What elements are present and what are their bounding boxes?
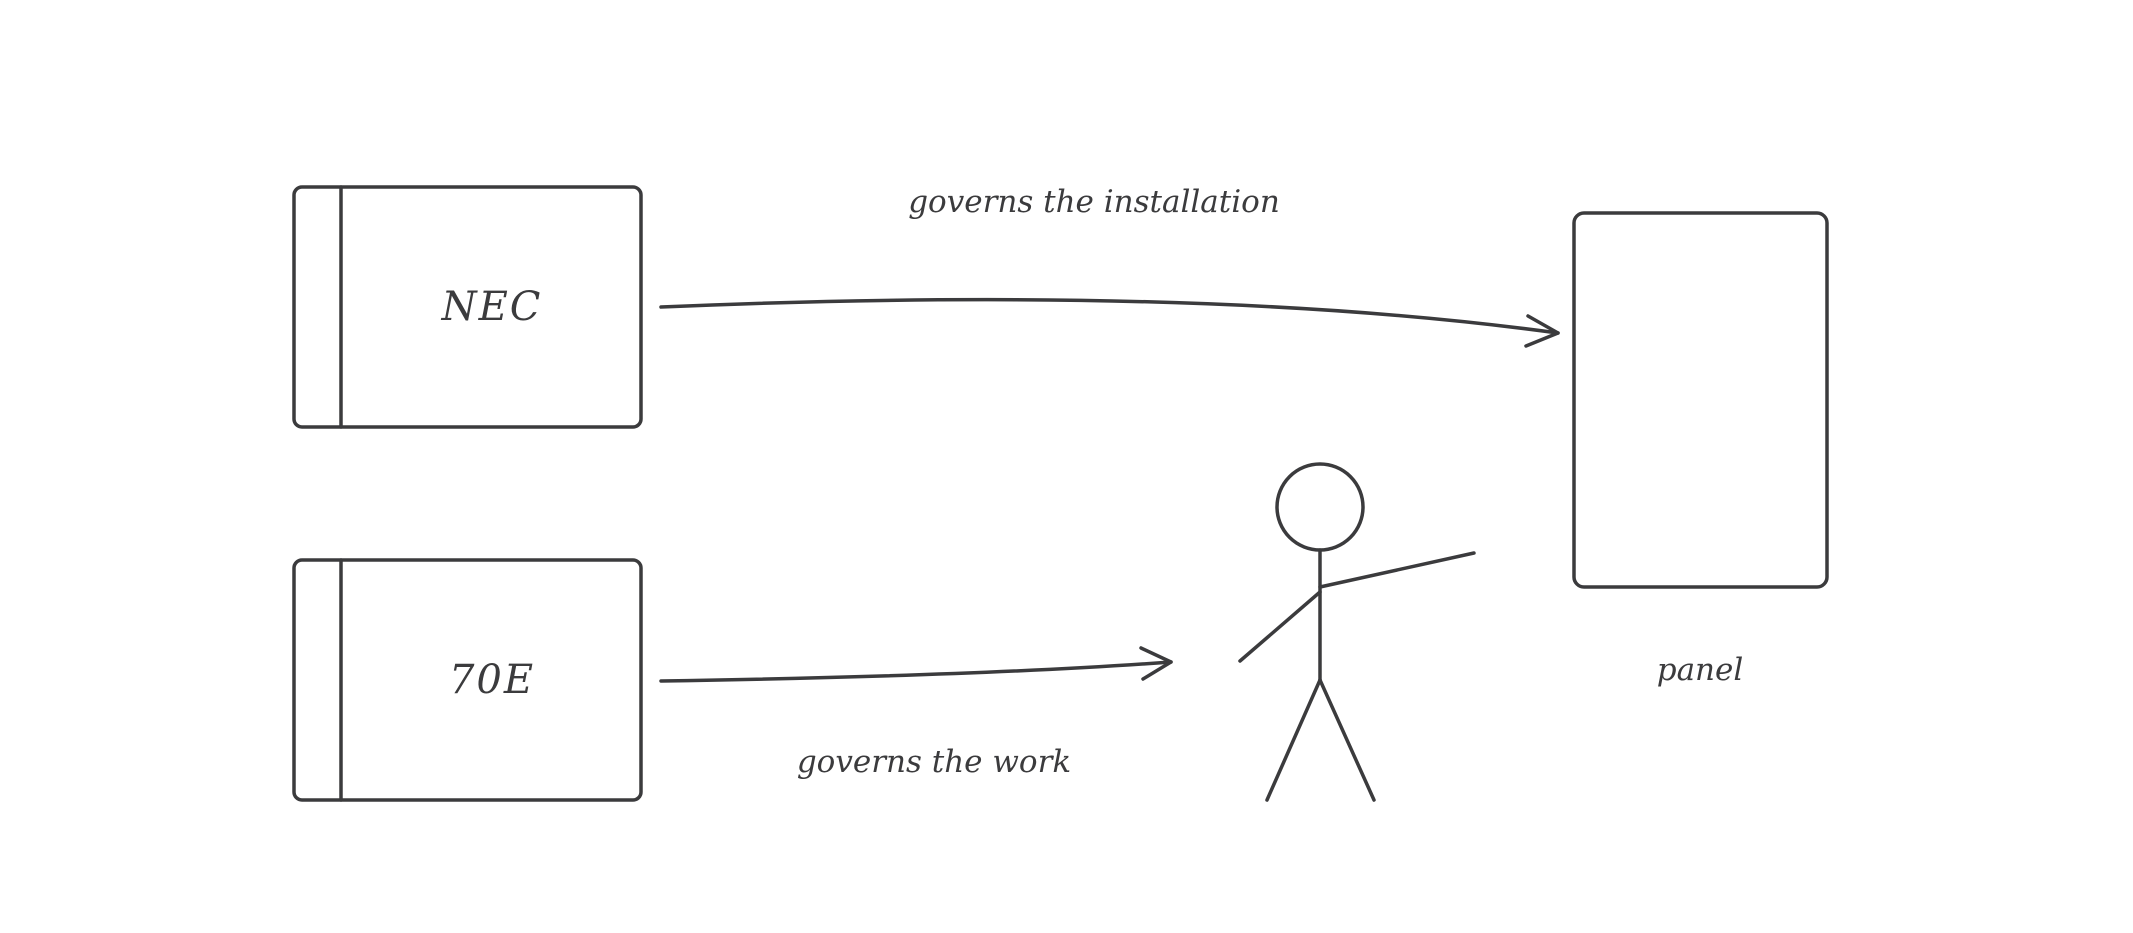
nec-node[interactable]: NEC <box>292 185 643 429</box>
edge-nec-to-panel-arrowhead <box>1524 314 1560 348</box>
edge-code70e-to-worker-label: governs the work <box>797 744 1071 780</box>
worker-arm-left <box>1238 590 1322 663</box>
worker-head <box>1275 462 1365 552</box>
edge-code70e-to-worker-arrowhead <box>1139 646 1173 681</box>
code70e-label: 70E <box>449 657 535 703</box>
nec-label: NEC <box>441 284 543 330</box>
edge-nec-to-panel[interactable]: governs the installation <box>659 184 1560 348</box>
code70e-node[interactable]: 70E <box>292 558 643 802</box>
worker-arm-right <box>1318 551 1476 589</box>
panel-label: panel <box>1657 652 1744 688</box>
worker-node[interactable] <box>1238 462 1476 802</box>
edge-nec-to-panel-label: governs the installation <box>908 184 1280 220</box>
worker-leg-left <box>1265 678 1322 802</box>
panel-box <box>1572 211 1829 589</box>
edge-code70e-to-worker[interactable]: governs the work <box>659 646 1173 780</box>
panel-node[interactable]: panel <box>1572 211 1829 688</box>
edge-code70e-to-worker-line <box>659 660 1173 683</box>
code70e-box <box>292 558 643 802</box>
worker-leg-right <box>1318 678 1376 802</box>
nec-box <box>292 185 643 429</box>
edge-nec-to-panel-line <box>659 297 1560 335</box>
